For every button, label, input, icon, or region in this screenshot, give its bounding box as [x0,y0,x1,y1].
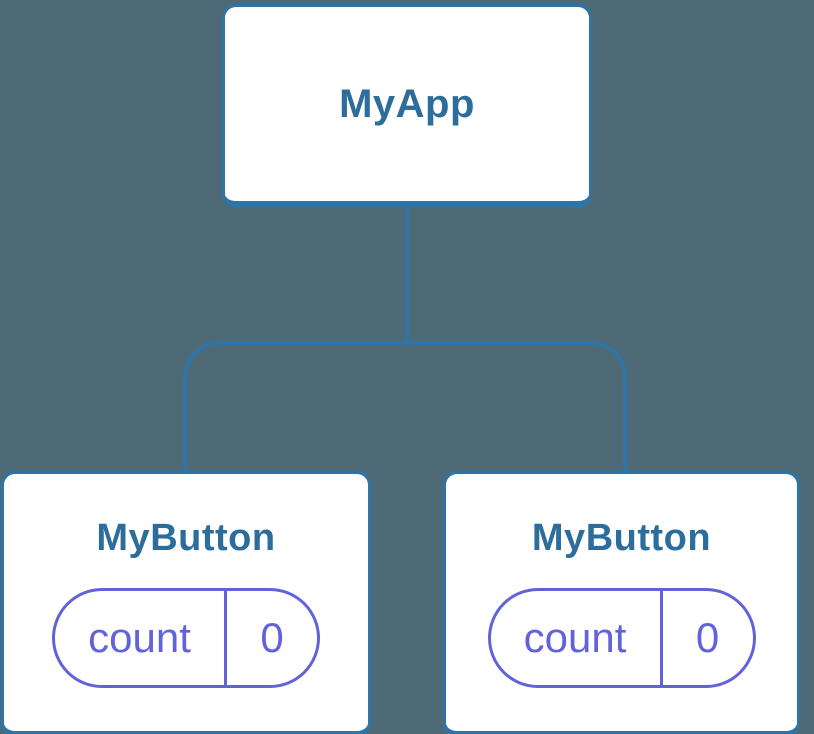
node-mybutton-right-label: MyButton [531,517,712,559]
node-mybutton-left-label: MyButton [96,517,276,559]
state-pill-divider [659,590,663,685]
state-pill-left: count 0 [52,587,320,688]
node-mybutton-right: MyButton count 0 [443,471,800,734]
node-myapp-label: MyApp [339,82,475,126]
state-value: 0 [260,613,284,661]
tree-connector-bracket [183,341,627,471]
state-key-label: count [523,613,627,661]
state-key-label: count [88,613,191,661]
state-value: 0 [695,613,720,661]
node-mybutton-left: MyButton count 0 [1,471,371,734]
tree-connector-stem [405,205,409,345]
state-pill-divider [224,590,227,685]
state-pill-right: count 0 [487,587,756,688]
node-myapp: MyApp [222,4,592,208]
